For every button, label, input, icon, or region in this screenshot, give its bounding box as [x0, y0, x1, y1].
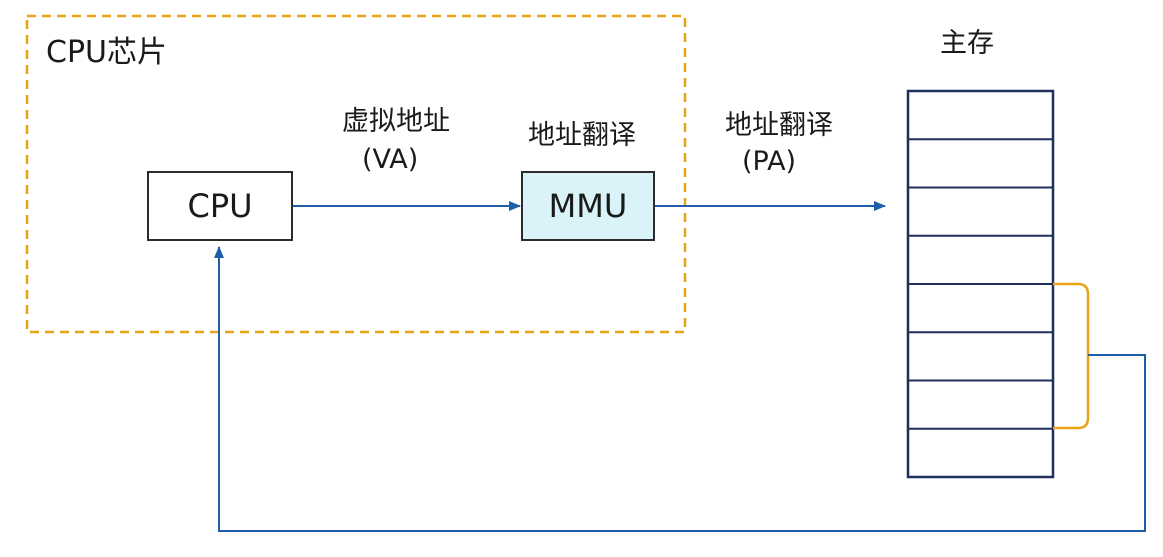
va-label-line1: 虚拟地址: [342, 106, 450, 137]
mmu-label: MMU: [548, 187, 628, 225]
main-memory-rows: [908, 138, 1053, 430]
va-label-line2: (VA): [362, 144, 419, 175]
cpu-label: CPU: [187, 187, 253, 225]
mmu-box: MMU: [521, 171, 655, 241]
mmu-caption: 地址翻译: [528, 120, 636, 151]
cpu-chip-title: CPU芯片: [46, 35, 167, 70]
main-memory-title: 主存: [940, 28, 994, 59]
data-return-path: [214, 246, 1146, 532]
pa-label-line2: (PA): [742, 146, 797, 177]
pa-label-line1: 地址翻译: [725, 110, 833, 141]
cpu-chip-boundary: [25, 14, 687, 334]
memory-selection-bracket: [1053, 282, 1090, 430]
cpu-box: CPU: [147, 171, 293, 241]
